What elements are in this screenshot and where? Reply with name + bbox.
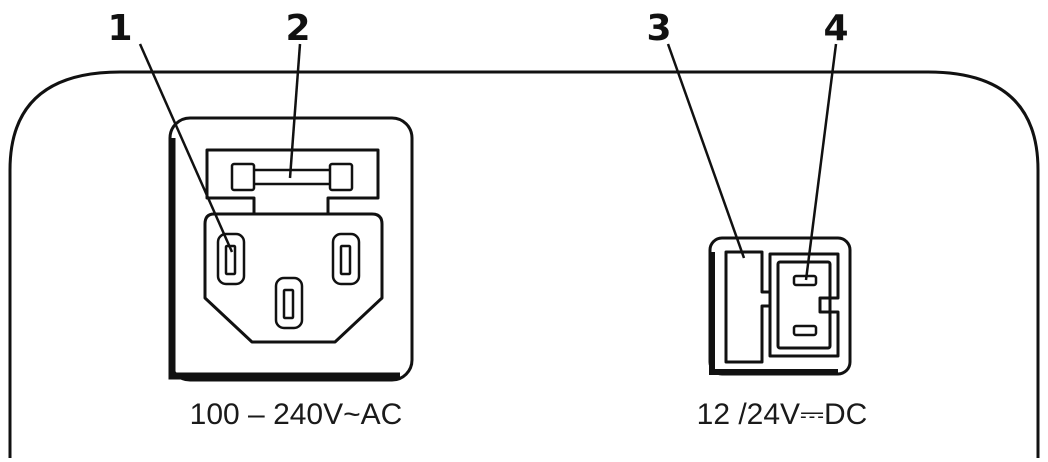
callout-2: 2	[285, 8, 310, 49]
fuse	[230, 162, 354, 192]
dc-rating-label: 12 /24V⎓DC	[697, 398, 868, 431]
dc-connector-housing	[768, 252, 840, 358]
callout-1: 1	[107, 8, 132, 49]
socket-pin-left	[216, 232, 246, 286]
socket-pin-right	[331, 232, 361, 286]
dc-inlet-module	[708, 236, 852, 376]
callout-4: 4	[823, 8, 848, 49]
dc-contact-top	[792, 274, 818, 287]
dc-inlet-bezel-shadow	[709, 252, 838, 375]
socket-pin-earth	[274, 276, 304, 330]
ac-inlet-bezel-shadow	[168, 138, 400, 380]
iec-socket	[203, 212, 384, 344]
dc-contact-bottom	[792, 324, 818, 337]
leader-line-1	[138, 43, 234, 253]
ac-rating-label: 100 – 240V~AC	[190, 398, 403, 431]
dc-connector-inner	[776, 260, 832, 350]
leader-line-2	[288, 43, 302, 179]
dc-latch	[724, 250, 772, 364]
device-panel-outline	[8, 70, 1040, 458]
callout-3: 3	[646, 8, 671, 49]
leader-line-3	[666, 43, 746, 259]
leader-line-4	[804, 43, 838, 281]
